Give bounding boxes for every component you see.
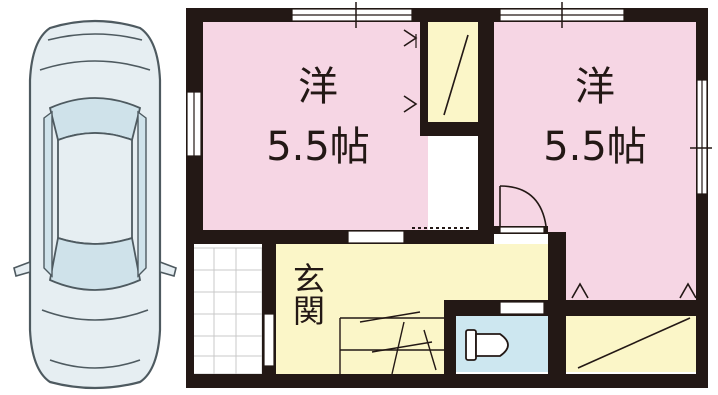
car-icon: [13, 19, 177, 390]
western-room-left-floor: [203, 22, 428, 230]
closet-left: [428, 22, 478, 122]
western-room-left-type: 洋: [298, 64, 338, 110]
entrance-floor: [276, 244, 548, 304]
entrance-label: 玄関: [288, 262, 326, 326]
door-swing-icon: [499, 185, 547, 227]
toilet-icon: [465, 329, 509, 361]
stairs: [339, 311, 444, 375]
western-room-right-floor: [494, 22, 696, 232]
western-room-left-size: 5.5帖: [266, 124, 370, 170]
western-room-left-label: 洋 5.5帖: [266, 64, 370, 170]
western-room-right-label: 洋 5.5帖: [543, 64, 647, 170]
western-room-right-type: 洋: [575, 64, 615, 110]
western-room-right-size: 5.5帖: [543, 124, 647, 170]
closet-doors: [403, 29, 697, 369]
window-icon: [186, 2, 712, 367]
porch-tiles: [191, 247, 263, 375]
